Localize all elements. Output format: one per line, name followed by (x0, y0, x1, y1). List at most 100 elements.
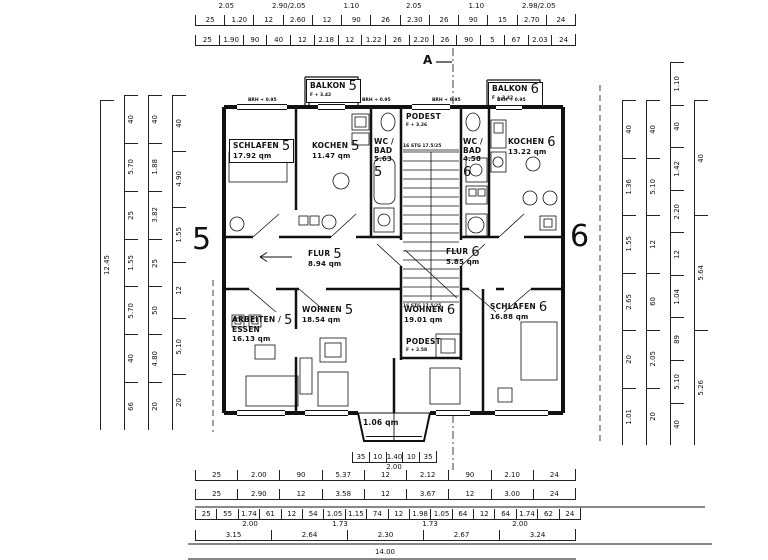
dimension-value (647, 215, 660, 273)
dimension-value: 90 (448, 470, 490, 480)
dimension-value: 35 (352, 452, 369, 462)
room-name: BAD (463, 145, 482, 155)
dimension-value: 1.10 (343, 2, 360, 10)
room-unit: 5 (333, 247, 342, 262)
dimension-value: 3.58 (321, 489, 364, 499)
dimension-value (671, 275, 684, 318)
dimension-value: 1.40 (385, 452, 403, 462)
dimension-value (647, 330, 660, 388)
dimension-value: 54 (301, 509, 323, 519)
outer-walls (222, 105, 565, 415)
dimension-value: 1.05 (323, 509, 344, 519)
room-area: 11.47 qm (312, 152, 351, 160)
room-unit: 6 (538, 300, 548, 315)
dimension-value: 24 (545, 15, 575, 25)
room-name: PODEST (406, 112, 441, 121)
bay-dimension-row-2: 2.00 (352, 461, 436, 472)
room-label-wcbad-5: WC / BAD 5.63 5 (374, 137, 398, 178)
section-marker-a: A (423, 53, 433, 67)
dimension-value: 2.03 (527, 35, 552, 45)
interior-walls (224, 107, 563, 413)
room-unit: 5 (351, 139, 360, 154)
dimension-value: 2.30 (347, 530, 423, 540)
bottom-dimension-row-6: 14.00 (330, 546, 440, 557)
room-area: 4.58 (463, 155, 482, 163)
dimension-value: 90 (456, 35, 480, 45)
dimension-value (125, 95, 138, 143)
dimension-value: 90 (242, 35, 267, 45)
dimension-value: 25 (195, 489, 237, 499)
dimension-value: 64 (451, 509, 473, 519)
dimension-value: 1.98 (408, 509, 430, 519)
dimension-value: 1.15 (344, 509, 366, 519)
dimension-value: 1.73 (422, 520, 438, 528)
dimension-value: 1.74 (515, 509, 537, 519)
dimension-value: 61 (259, 509, 280, 519)
dimension-value: 2.18 (313, 35, 338, 45)
dimension-value: 2.10 (490, 470, 533, 480)
dimension-value: 67 (503, 35, 528, 45)
dimension-value (671, 147, 684, 190)
room-name: WOHNEN (302, 305, 342, 314)
dimension-value: 3.67 (406, 489, 448, 499)
dimension-value (173, 95, 186, 151)
room-area: 16.88 qm (490, 313, 529, 321)
bay-area-label: 1.06 qm (363, 418, 399, 427)
room-area: 19.01 qm (404, 316, 443, 324)
wall-note: BRH + 0.95 (362, 98, 391, 103)
room-level: F + 2.58 (406, 347, 428, 353)
dimension-value (125, 334, 138, 382)
room-name: WOHNEN (404, 305, 444, 314)
dimension-value: 2.00 (242, 520, 258, 528)
dimension-value: 2.60 (282, 15, 312, 25)
right-dimension-col-3 (670, 62, 686, 445)
dimension-value (125, 382, 138, 430)
dimension-value: 12 (279, 489, 321, 499)
dimension-value: 26 (370, 15, 399, 25)
dimension-value: 2.00 (512, 520, 528, 528)
room-name: SCHLAFEN (490, 302, 536, 311)
fixtures-kochen-5 (298, 113, 370, 230)
dimension-value (125, 143, 138, 191)
dimension-value (149, 334, 162, 382)
dimension-value: 1.22 (361, 35, 385, 45)
dimension-value: 26 (385, 35, 409, 45)
dimension-value: 2.00 (237, 470, 279, 480)
door-swings (248, 213, 532, 313)
dimension-value: 2.90 (237, 489, 279, 499)
dimension-value (149, 191, 162, 239)
dimension-value: 1.90 (218, 35, 243, 45)
room-label-podest-bottom: PODEST F + 2.58 (406, 337, 441, 355)
room-name: FLUR (446, 247, 469, 256)
dimension-value: 10 (402, 452, 419, 462)
dimension-value: 25 (195, 509, 216, 519)
dimension-value: 2.12 (406, 470, 448, 480)
dimension-value (101, 100, 114, 430)
wall-note: BRH + 0.95 (432, 98, 461, 103)
fixtures-wohnen-6 (429, 333, 461, 405)
right-dimension-col-1 (622, 100, 638, 445)
dimension-value: 40 (266, 35, 290, 45)
room-name: BALKON (310, 81, 346, 90)
dimension-value (149, 95, 162, 143)
dimension-value: 2.05 (218, 2, 235, 10)
dimension-value (149, 382, 162, 430)
dimension-value: 2.00 (386, 463, 402, 471)
room-level: F + 3.42 (492, 96, 514, 101)
dimension-value: 62 (537, 509, 558, 519)
dimension-value (671, 190, 684, 233)
dimension-value (149, 143, 162, 191)
room-unit: 6 (463, 164, 472, 180)
dimension-value: 3.24 (499, 530, 575, 540)
dimension-value (671, 62, 684, 105)
